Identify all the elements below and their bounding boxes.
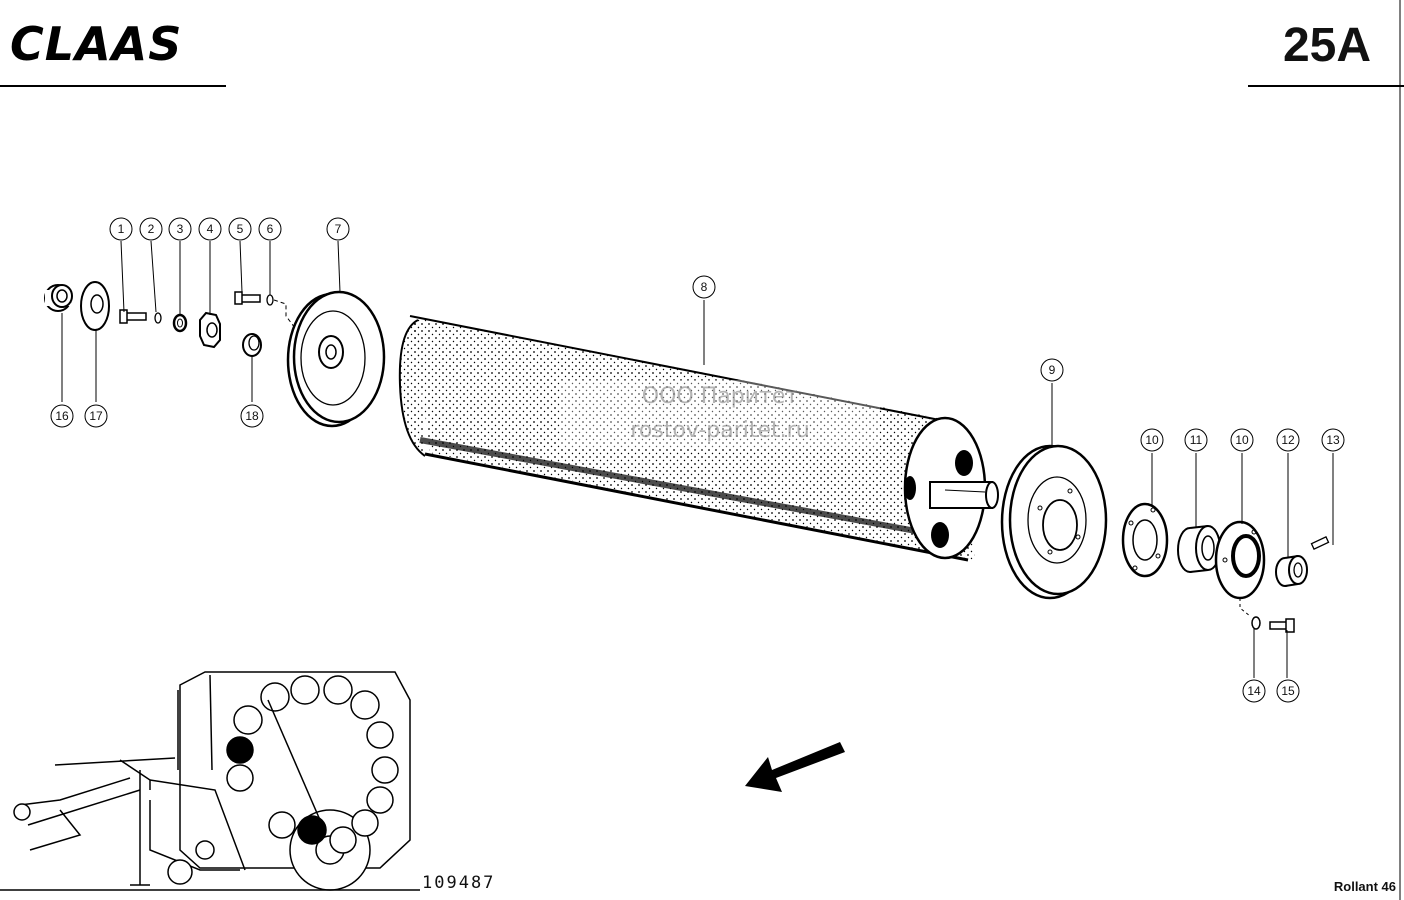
- callout-9: 9: [1049, 363, 1056, 377]
- callout-7: 7: [335, 222, 342, 236]
- part-6-washer: [266, 294, 274, 306]
- callout-14: 14: [1247, 684, 1261, 698]
- callout-11-circle: [1184, 428, 1208, 452]
- callout-11: 11: [1190, 433, 1203, 447]
- direction-arrow-icon: [745, 742, 845, 792]
- callout-14-circle: [1242, 679, 1266, 703]
- part-8-roller: [398, 315, 999, 562]
- callout-17: 17: [89, 409, 103, 423]
- callout-4: 4: [207, 222, 214, 236]
- part-11-bearing: [1177, 525, 1221, 573]
- callout-3-circle: [168, 217, 192, 241]
- callout-18: 18: [245, 409, 259, 423]
- callout-12: 12: [1281, 433, 1295, 447]
- callout-15-circle: [1276, 679, 1300, 703]
- part-13-setscrew: [1310, 536, 1330, 550]
- leader-lines: [61, 240, 1334, 678]
- watermark-url: rostov-paritet.ru: [560, 414, 880, 448]
- callout-15: 15: [1281, 684, 1295, 698]
- watermark-company: ООО Паритет: [560, 380, 880, 414]
- callout-8: 8: [701, 280, 708, 294]
- callout-18-circle: [240, 404, 264, 428]
- callout-6-circle: [258, 217, 282, 241]
- part-10-plate-a: [1121, 502, 1169, 578]
- callout-2: 2: [148, 222, 155, 236]
- part-10-plate-b: [1214, 520, 1266, 600]
- callout-circles: [50, 217, 1345, 703]
- callout-10a: 10: [1145, 433, 1159, 447]
- callout-17-circle: [84, 404, 108, 428]
- watermark: ООО Паритет rostov-paritet.ru: [560, 380, 880, 448]
- callout-9-circle: [1040, 358, 1064, 382]
- callout-8-circle: [692, 275, 716, 299]
- part-12-collar: [1275, 555, 1308, 587]
- callout-1-circle: [109, 217, 133, 241]
- part-18-sleeve: [242, 333, 262, 357]
- callout-1: 1: [118, 222, 125, 236]
- callout-10b: 10: [1235, 433, 1249, 447]
- callout-16-circle: [50, 404, 74, 428]
- callout-16: 16: [55, 409, 69, 423]
- callout-5: 5: [237, 222, 244, 236]
- baler-location-thumbnail: [0, 671, 420, 891]
- model-name: Rollant 46: [1333, 879, 1396, 894]
- callout-3: 3: [177, 222, 184, 236]
- part-4-nut: [199, 311, 221, 349]
- part-9-flange: [1000, 444, 1108, 600]
- page-number: 25A: [1282, 19, 1372, 72]
- part-7-end-plate: [286, 290, 386, 428]
- assembly-guide-line-14: [1239, 598, 1251, 617]
- claas-logo: CLAAS: [10, 17, 182, 71]
- drawing-number: 109487: [422, 873, 496, 893]
- callout-12-circle: [1276, 428, 1300, 452]
- part-5-bolt: [234, 291, 261, 305]
- callout-13: 13: [1326, 433, 1340, 447]
- part-14-washer: [1251, 616, 1261, 630]
- callout-10a-circle: [1140, 428, 1164, 452]
- callout-6: 6: [267, 222, 274, 236]
- callout-7-circle: [326, 217, 350, 241]
- callout-5-circle: [228, 217, 252, 241]
- callout-10b-circle: [1230, 428, 1254, 452]
- callout-4-circle: [198, 217, 222, 241]
- part-3-lockwasher: [172, 313, 188, 333]
- part-15-bolt: [1269, 618, 1295, 633]
- callout-2-circle: [139, 217, 163, 241]
- callout-13-circle: [1321, 428, 1345, 452]
- svg-text:CLAAS: CLAAS: [10, 17, 182, 71]
- part-17-washer: [80, 281, 110, 331]
- part-16-bushing: [44, 284, 73, 312]
- part-2-washer: [154, 312, 162, 324]
